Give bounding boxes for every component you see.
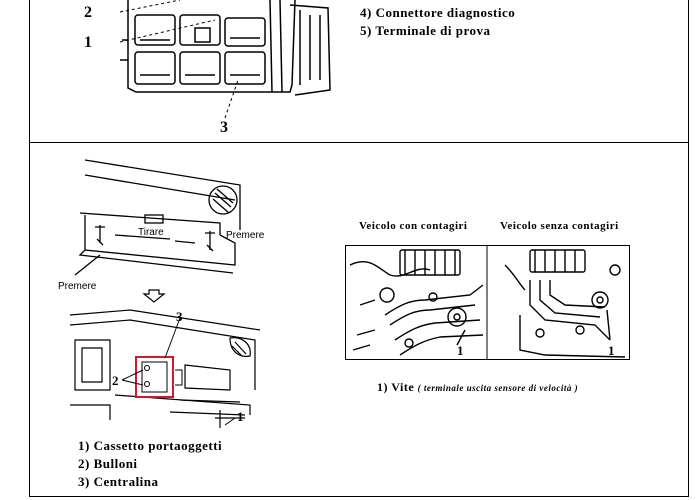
legend-bolts: 2) Bulloni (78, 456, 138, 471)
callout-3-left: 3 (176, 309, 183, 324)
caption-screw: 1) Vite ( terminale uscita sensore di ve… (377, 380, 578, 395)
section-divider (29, 142, 689, 143)
down-arrow-icon (142, 289, 166, 303)
legend-control-unit: 3) Centralina (78, 474, 159, 489)
callout-1-left: 1 (237, 409, 244, 424)
callout-2-top: 2 (84, 4, 92, 21)
caption-screw-note: ( terminale uscita sensore di velocità ) (417, 383, 579, 393)
dashboard-ecu-diagram (69, 309, 261, 428)
fuse-box-diagram (119, 0, 331, 119)
glovebox-diagram (74, 159, 241, 276)
header-with-tachometer: Veicolo con contagiri (359, 220, 468, 232)
label-pull: Tirare (138, 227, 164, 238)
legend-test-terminal: 5) Terminale di prova (360, 23, 491, 38)
caption-screw-main: 1) Vite (377, 380, 415, 394)
callout-1-top: 1 (84, 34, 92, 51)
header-without-tachometer: Veicolo senza contagiri (500, 220, 619, 232)
page-frame (29, 0, 689, 497)
callout-2-left: 2 (112, 373, 119, 388)
label-press-left: Premere (58, 281, 97, 292)
legend-diagnostic-connector: 4) Connettore diagnostico (360, 5, 516, 20)
legend-glovebox: 1) Cassetto portaoggetti (78, 438, 223, 453)
callout-3-top: 3 (220, 119, 228, 136)
tachometer-photo-panel (345, 245, 630, 360)
callout-1-without-tach: 1 (608, 343, 615, 358)
label-press-right: Premere (226, 230, 265, 241)
callout-1-with-tach: 1 (457, 343, 464, 358)
